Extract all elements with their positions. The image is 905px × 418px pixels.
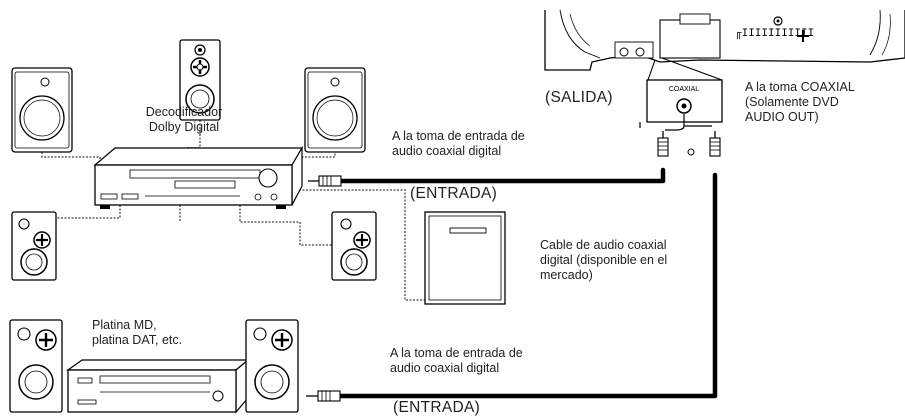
md-left-speaker (9, 319, 63, 413)
md-deck-unit (66, 358, 250, 414)
front-right-speaker (304, 67, 366, 153)
jack-plugs (657, 131, 721, 157)
tv-dvd-unit: ╓IIIIIIIIIII (544, 9, 905, 71)
input-label-bottom: (ENTRADA) (393, 399, 481, 416)
svg-text:╓IIIIIIIIIII: ╓IIIIIIIIIII (735, 28, 814, 40)
center-speaker (179, 39, 221, 121)
input-note-bottom: A la toma de entrada de audio coaxial di… (390, 346, 523, 375)
md-deck-label: Platina MD, platina DAT, etc. (92, 318, 183, 347)
surround-right-speaker (331, 211, 377, 281)
cable-note: Cable de audio coaxial digital (disponib… (540, 238, 668, 282)
coaxial-plug-md-deck (306, 390, 341, 402)
player-device (424, 211, 506, 305)
coaxial-note: A la toma COAXIAL (Solamente DVD AUDIO O… (745, 80, 855, 124)
surround-left-speaker (11, 211, 57, 281)
jack-to-plugs (639, 114, 712, 131)
input-note-top: A la toma de entrada de audio coaxial di… (392, 129, 525, 158)
output-label: (SALIDA) (545, 89, 613, 106)
jack-callout (647, 57, 723, 81)
md-right-speaker (245, 319, 299, 413)
coaxial-cable (337, 167, 718, 399)
decoder-label: Decodificador Dolby Digital (145, 105, 223, 134)
front-left-speaker (11, 67, 73, 153)
coaxial-jack-label: COAXIAL (669, 86, 699, 93)
dolby-decoder-unit (93, 145, 304, 209)
coaxial-plug-decoder (308, 175, 342, 187)
input-label-top: (ENTRADA) (410, 185, 498, 202)
